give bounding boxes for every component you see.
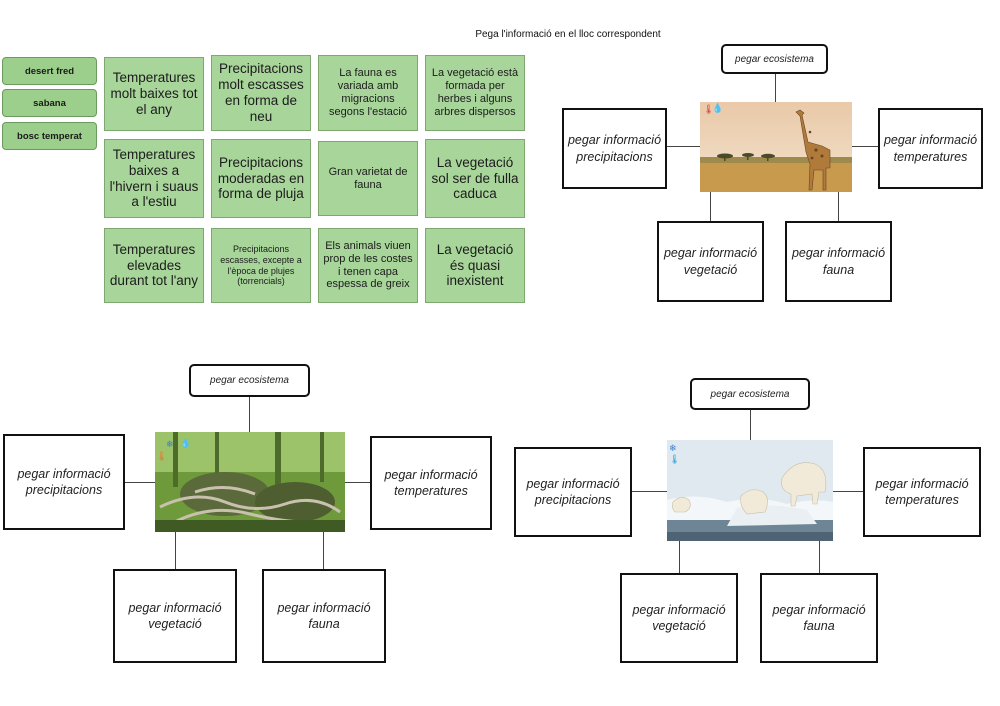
info-card[interactable]: Temperatures molt baixes tot el any bbox=[104, 57, 204, 131]
savanna-photo bbox=[700, 102, 852, 192]
polar-photo bbox=[667, 440, 833, 541]
ecosystem-drop-box[interactable]: pegar ecosistema bbox=[690, 378, 810, 410]
water-drops-icon: 💧 bbox=[712, 103, 724, 113]
info-card[interactable]: La vegetació és quasi inexistent bbox=[425, 228, 525, 303]
snowflake-icon: ❄ bbox=[669, 443, 677, 453]
info-card[interactable]: Precipitacions moderadas en forma de plu… bbox=[211, 139, 311, 218]
temperature-drop-box[interactable]: pegar informació temperatures bbox=[863, 447, 981, 537]
forest-photo bbox=[155, 432, 345, 532]
precipitation-drop-box[interactable]: pegar informació precipitacions bbox=[3, 434, 125, 530]
ecosystem-chip-bosc[interactable]: bosc temperat bbox=[2, 122, 97, 150]
info-card[interactable]: Temperatures elevades durant tot l'any bbox=[104, 228, 204, 303]
fauna-drop-box[interactable]: pegar informació fauna bbox=[262, 569, 386, 663]
snowflake-icon: ❄ bbox=[166, 439, 174, 449]
vegetation-drop-box[interactable]: pegar informació vegetació bbox=[113, 569, 237, 663]
temperature-drop-box[interactable]: pegar informació temperatures bbox=[878, 108, 983, 189]
info-card[interactable]: Els animals viuen prop de les costes i t… bbox=[318, 228, 418, 303]
temperature-drop-box[interactable]: pegar informació temperatures bbox=[370, 436, 492, 530]
ecosystem-chip-sabana[interactable]: sabana bbox=[2, 89, 97, 117]
info-card[interactable]: La vegetació sol ser de fulla caduca bbox=[425, 139, 525, 218]
ecosystem-drop-box[interactable]: pegar ecosistema bbox=[189, 364, 310, 397]
fauna-drop-box[interactable]: pegar informació fauna bbox=[785, 221, 892, 302]
info-card[interactable]: Precipitacions escasses, excepte a l'èpo… bbox=[211, 228, 311, 303]
info-card[interactable]: Temperatures baixes a l'hivern i suaus a… bbox=[104, 139, 204, 218]
water-drops-icon: 💧 bbox=[180, 438, 192, 448]
ecosystem-drop-box[interactable]: pegar ecosistema bbox=[721, 44, 828, 74]
fauna-drop-box[interactable]: pegar informació fauna bbox=[760, 573, 878, 663]
ecosystem-chip-desert[interactable]: desert fred bbox=[2, 57, 97, 85]
info-card[interactable]: La fauna es variada amb migracions segon… bbox=[318, 55, 418, 131]
thermometer-icon: 🌡 bbox=[156, 451, 168, 461]
vegetation-drop-box[interactable]: pegar informació vegetació bbox=[620, 573, 738, 663]
precipitation-drop-box[interactable]: pegar informació precipitacions bbox=[562, 108, 667, 189]
info-card[interactable]: Gran varietat de fauna bbox=[318, 141, 418, 216]
instruction-text: Pega l'informació en el lloc corresponde… bbox=[475, 29, 661, 40]
precipitation-drop-box[interactable]: pegar informació precipitacions bbox=[514, 447, 632, 537]
thermometer-icon: 🌡 bbox=[703, 104, 715, 114]
vegetation-drop-box[interactable]: pegar informació vegetació bbox=[657, 221, 764, 302]
info-card[interactable]: La vegetació està formada per herbes i a… bbox=[425, 55, 525, 131]
thermometer-icon: 🌡 bbox=[669, 454, 681, 464]
info-card[interactable]: Precipitacions molt escasses en forma de… bbox=[211, 55, 311, 131]
